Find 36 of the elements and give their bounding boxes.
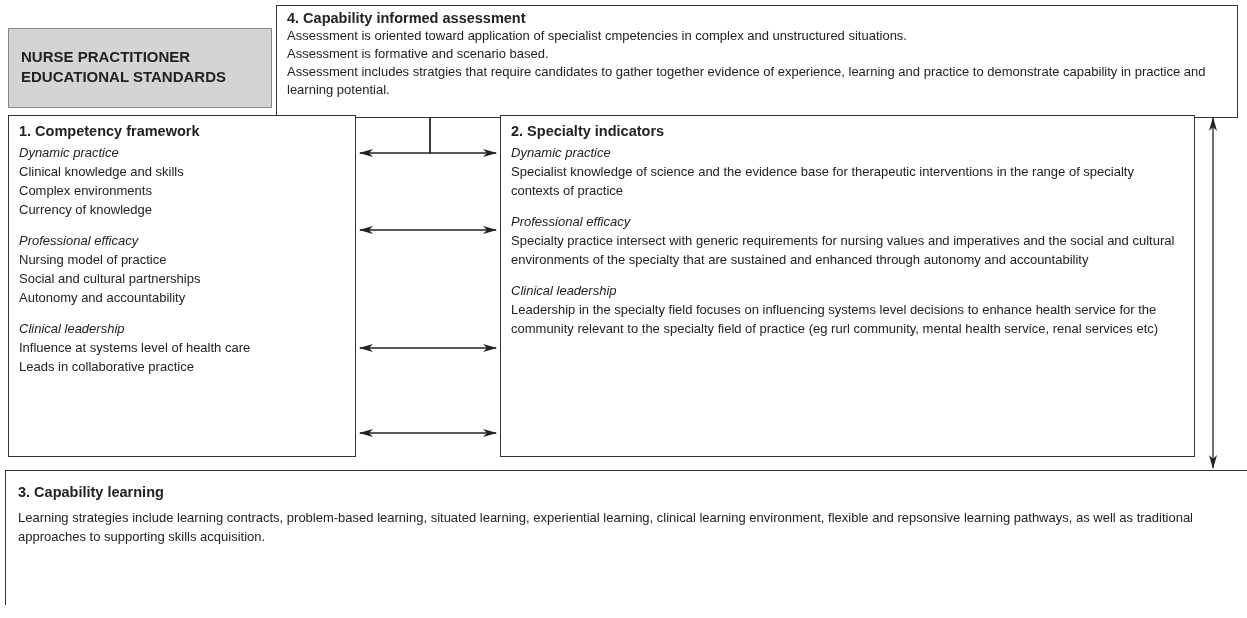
- section-box: [8, 115, 356, 457]
- section-heading: 2. Specialty indicators: [511, 122, 666, 141]
- description-text: Specialty practice intersect with generic requirements for nursing values and imperatives and the social and cultural environments of the specialty that are sustained and enhanced through autonomy and accountability: [511, 232, 1176, 269]
- arrow: [429, 117, 497, 157]
- section-heading: 1. Competency framework: [19, 122, 201, 141]
- section-heading: 3. Capability learning: [18, 483, 165, 502]
- list-item: Currency of knowledge: [19, 201, 153, 219]
- box-label: NURSE PRACTITIONER EDUCATIONAL STANDARDS: [21, 47, 227, 87]
- description-text: Specialist knowledge of science and the evidence base for therapeutic interventions in the range of specialty contexts of practice: [511, 163, 1135, 200]
- description-text: Assessment includes stratgies that require candidates to gather together evidence of experience, learning and practice to demonstrate capability in practice and learning potential.: [287, 63, 1207, 99]
- section-box: [500, 115, 1195, 457]
- list-item: Autonomy and accountability: [19, 289, 187, 307]
- subheading: Dynamic practice: [511, 144, 612, 162]
- arrow: [359, 226, 497, 234]
- arrow: [359, 429, 497, 437]
- title-box: [8, 28, 272, 108]
- description-text: Leadership in the specialty field focuses on influencing systems level decisions to enhance health service for the community relevant to the specialty field of practice (eg rurl community, mental health service, renal services etc): [511, 301, 1160, 338]
- subheading: Professional efficacy: [19, 232, 140, 250]
- section-box: [5, 470, 1247, 605]
- list-item: Leads in collaborative practice: [19, 358, 195, 376]
- arrow: [1209, 117, 1217, 469]
- list-item: Clinical knowledge and skills: [19, 163, 185, 181]
- section-heading: 4. Capability informed assessment: [287, 9, 527, 27]
- description-text: Assessment is formative and scenario based.: [287, 45, 550, 63]
- arrow: [359, 344, 497, 352]
- list-item: Social and cultural partnerships: [19, 270, 202, 288]
- description-text: Learning strategies include learning contracts, problem-based learning, situated learning, experiential learning, clinical learning environment, flexible and repsonsive learning pathways, as well as traditional approaches to supporting skills acquisition.: [18, 509, 1194, 546]
- list-item: Nursing model of practice: [19, 251, 168, 269]
- subheading: Clinical leadership: [511, 282, 618, 300]
- subheading: Clinical leadership: [19, 320, 126, 338]
- subheading: Professional efficacy: [511, 213, 632, 231]
- list-item: Influence at systems level of health care: [19, 339, 252, 357]
- section-box: [276, 5, 1238, 118]
- subheading: Dynamic practice: [19, 144, 120, 162]
- description-text: Assessment is oriented toward application of specialist cmpetencies in complex and unstructured situations.: [287, 27, 908, 45]
- list-item: Complex environments: [19, 182, 153, 200]
